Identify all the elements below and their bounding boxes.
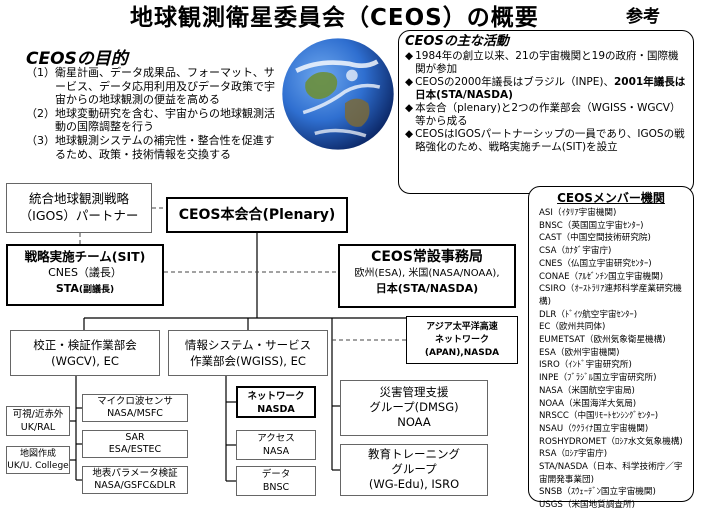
earth-globe-image <box>282 38 394 150</box>
igos-partner-box: 統合地球観測戦略 （IGOS）パートナー <box>6 183 152 233</box>
member-item: CNES（仏国立宇宙研究ｾﾝﾀｰ) <box>539 258 652 269</box>
reference-label: 参考 <box>626 7 660 27</box>
members-title: CEOSメンバー機関 <box>557 191 665 205</box>
visible-ir-subgroup-box: 可視/近赤外 UK/RAL <box>6 406 70 436</box>
member-item: SNSB（ｽｳｪｰﾃﾞﾝ国立宇宙機関) <box>539 487 656 498</box>
member-item: CAST（中国空間技術研究院) <box>539 233 651 244</box>
member-item: ESA（欧州宇宙機関) <box>539 347 620 358</box>
activity-item: ◆1984年の創立以来、21の宇宙機関と19の政府・国際機関が参加 <box>405 50 679 75</box>
members-list: ASI（ｲﾀﾘｱ宇宙機関) BNSC（英国国立宇宙ｾﾝﾀｰ) CAST（中国空間技術… <box>535 207 687 512</box>
member-item: RSA（ﾛｼｱ宇宙庁) <box>539 449 608 460</box>
activity-item: ◆CEOSはIGOSパートナーシップの一員であり、IGOSの戦略強化のため、戦略… <box>405 128 685 153</box>
network-subgroup-box: ネットワーク NASDA <box>236 386 316 418</box>
member-item: USGS（米国地質調査所) <box>539 500 635 511</box>
purpose-title: CEOSの目的 <box>26 49 128 69</box>
member-item: NOAA（米国海洋大気局) <box>539 398 637 409</box>
member-item: BNSC（英国国立宇宙ｾﾝﾀｰ) <box>539 220 644 231</box>
data-subgroup-box: データ BNSC <box>236 466 316 496</box>
member-item: ISRO（ｲﾝﾄﾞ宇宙研究所) <box>539 360 632 371</box>
purpose-list: （1）衛星計画、データ成果品、フォーマット、サービス、データ応用利用及びデータ政… <box>26 66 278 161</box>
member-item: EC（欧州共同体) <box>539 322 606 333</box>
member-item: NRSCC（中国ﾘﾓｰﾄｾﾝｼﾝｸﾞｾﾝﾀｰ) <box>539 411 659 422</box>
wgcv-box: 校正・検証作業部会 (WGCV), EC <box>10 330 160 376</box>
page-title: 地球観測衛星委員会（CEOS）の概要 <box>130 5 539 31</box>
land-parameter-subgroup-box: 地表パラメータ検証 NASA/GSFC&DLR <box>82 466 188 494</box>
member-item: CSA（ｶﾅﾀﾞ宇宙庁) <box>539 246 612 257</box>
member-item: STA/NASDA（日本、科学技術庁／宇宙開発事業団) <box>539 462 683 485</box>
purpose-item: （3）地球観測システムの補完性・整合性を促進するため、政策・技術情報を交換する <box>26 133 275 161</box>
member-item: NSAU（ｳｸﾗｲﾅ国立宇宙機関) <box>539 423 649 434</box>
access-subgroup-box: アクセス NASA <box>236 430 316 460</box>
purpose-item: （2）地球変動研究を含む、宇宙からの地球観測活動の国際調整を行う <box>26 106 275 134</box>
member-item: CSIRO（ｵｰｽﾄﾗﾘｱ連邦科学産業研究機構) <box>539 284 682 307</box>
wgiss-box: 情報システム・サービス 作業部会(WGISS), EC <box>168 330 328 376</box>
sar-subgroup-box: SAR ESA/ESTEC <box>82 430 188 458</box>
wgedu-box: 教育トレーニング グループ (WG-Edu), ISRO <box>340 444 488 496</box>
activities-title: CEOSの主な活動 <box>405 34 509 49</box>
sit-box: 戦略実施チーム(SIT) CNES（議長） STA(副議長) <box>6 244 164 306</box>
member-item: DLR（ﾄﾞｲﾂ航空宇宙ｾﾝﾀｰ) <box>539 309 638 320</box>
members-panel: CEOSメンバー機関 ASI（ｲﾀﾘｱ宇宙機関) BNSC（英国国立宇宙ｾﾝﾀｰ)… <box>528 186 694 510</box>
apan-box: アジア太平洋高速 ネットワーク (APAN),NASDA <box>406 316 518 364</box>
purpose-item: （1）衛星計画、データ成果品、フォーマット、サービス、データ応用利用及びデータ政… <box>26 66 275 107</box>
mapping-subgroup-box: 地図作成 UK/U. College <box>6 446 70 474</box>
member-item: ROSHYDROMET（ﾛｼｱ水文気象機構) <box>539 436 683 447</box>
activity-item: ◆CEOSの2000年議長はブラジル（INPE)、2001年議長は日本(STA/… <box>405 76 686 101</box>
member-item: CONAE（ｱﾙｾﾞﾝﾁﾝ国立宇宙機関) <box>539 271 664 282</box>
member-item: NASA（米国航空宇宙局) <box>539 385 635 396</box>
microwave-subgroup-box: マイクロ波センサ NASA/MSFC <box>82 394 188 422</box>
secretariat-box: CEOS常設事務局 欧州(ESA), 米国(NASA/NOAA), 日本(STA… <box>338 244 516 308</box>
dmsg-box: 災害管理支援 グループ(DMSG) NOAA <box>340 380 488 436</box>
activity-item: ◆本会合（plenary)と2つの作業部会（WGISS・WGCV）等から成る <box>405 102 681 127</box>
activities-panel: CEOSの主な活動 ◆1984年の創立以来、21の宇宙機関と19の政府・国際機関… <box>398 30 694 194</box>
member-item: INPE（ﾌﾞﾗｼﾞﾙ国立宇宙研究所) <box>539 373 657 384</box>
plenary-box: CEOS本会合(Plenary) <box>166 197 348 233</box>
member-item: ASI（ｲﾀﾘｱ宇宙機関) <box>539 208 617 218</box>
member-item: EUMETSAT（欧州気象衛星機構) <box>539 335 666 346</box>
